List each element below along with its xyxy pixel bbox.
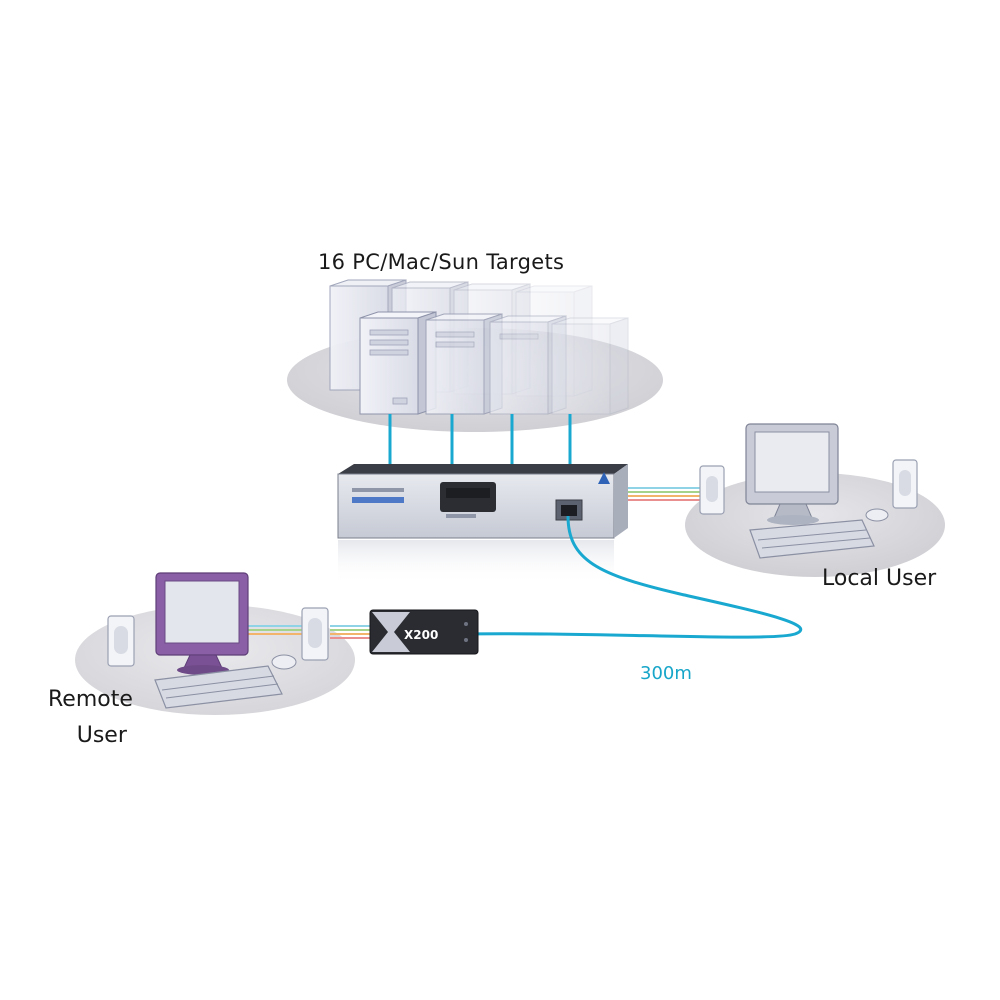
mouse-icon xyxy=(865,508,889,522)
remote-user-label: Remote User xyxy=(48,682,133,754)
monitor-icon xyxy=(745,423,839,525)
target-cables xyxy=(388,414,572,466)
keyboard-icon xyxy=(749,519,875,559)
remote-user-cables xyxy=(244,625,372,639)
local-user-label: Local User xyxy=(822,566,937,591)
speaker-icon xyxy=(301,607,329,661)
local-user-cables xyxy=(623,487,700,501)
keyboard-icon xyxy=(154,665,283,709)
monitor-icon xyxy=(155,572,249,675)
tower-icon xyxy=(425,313,503,415)
tower-icon xyxy=(359,311,437,415)
remote-user-label-line1: Remote xyxy=(48,687,133,712)
speaker-icon xyxy=(699,465,725,515)
switch-reflection xyxy=(338,540,614,584)
target-towers xyxy=(329,279,629,415)
remote-workstation xyxy=(107,572,329,709)
speaker-icon xyxy=(892,459,918,509)
local-workstation xyxy=(699,423,918,559)
speaker-icon xyxy=(107,615,135,667)
targets-label: 16 PC/Mac/Sun Targets xyxy=(318,250,565,274)
distance-label: 300m xyxy=(640,663,692,684)
mouse-icon xyxy=(271,654,297,670)
cat5-cable xyxy=(469,515,803,639)
x200-extender: X200 xyxy=(369,609,479,655)
kvm-switch xyxy=(337,464,628,539)
extender-brand-text: X200 xyxy=(404,628,438,642)
tower-icon xyxy=(551,317,629,415)
remote-user-label-line2: User xyxy=(76,723,127,748)
